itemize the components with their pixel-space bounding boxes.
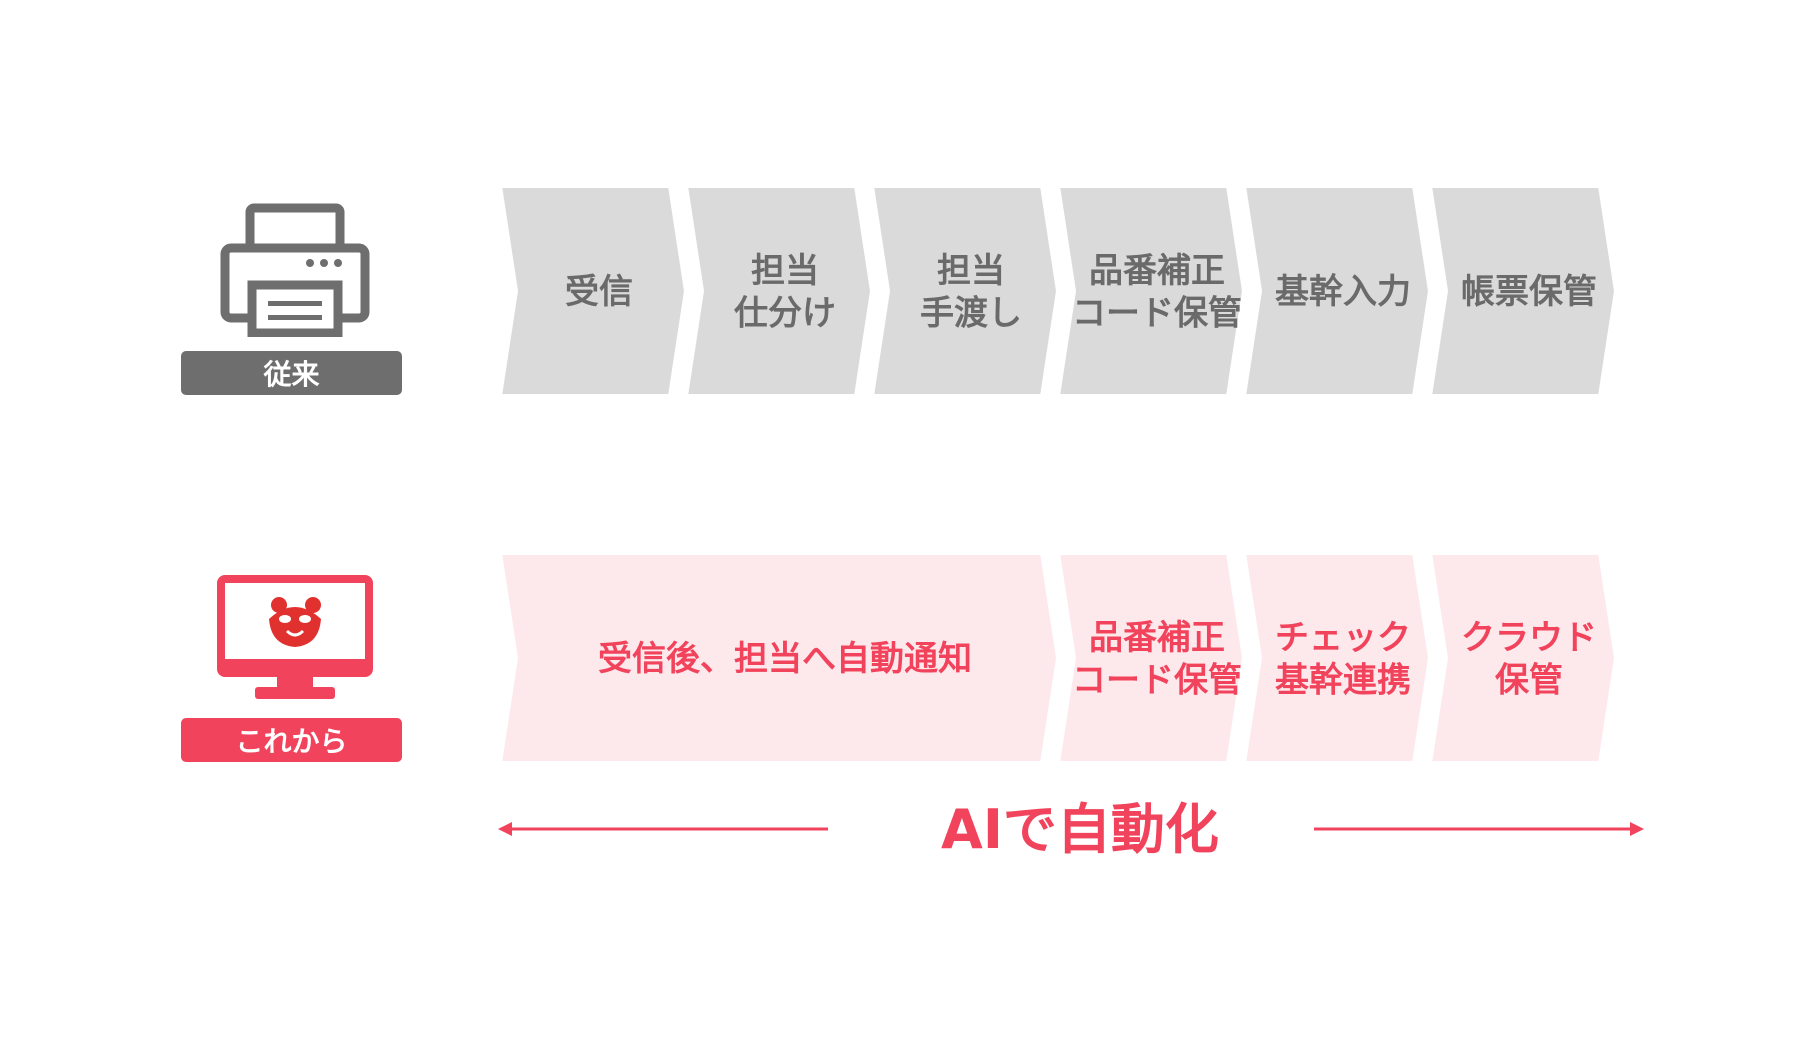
legacy-step-label: コード保管 bbox=[1072, 293, 1242, 333]
legacy-step-label: 帳票保管 bbox=[1461, 272, 1597, 312]
future-step-3 bbox=[1241, 551, 1433, 765]
legacy-step-label: 担当 bbox=[937, 251, 1005, 291]
legacy-step-label: 品番補正 bbox=[1089, 251, 1225, 291]
legacy-step-label: 手渡し bbox=[920, 293, 1022, 333]
legacy-step-5 bbox=[1241, 184, 1433, 398]
logo-icon bbox=[269, 597, 321, 647]
legacy-step-4 bbox=[1055, 184, 1247, 398]
future-step-label: 基幹連携 bbox=[1275, 660, 1411, 700]
future-step-label: 受信後、担当へ自動通知 bbox=[598, 639, 972, 679]
legacy-step-label: 基幹入力 bbox=[1275, 272, 1411, 312]
future-step-label: 品番補正 bbox=[1089, 618, 1225, 658]
future-step-label: チェック bbox=[1275, 618, 1411, 658]
printer-icon bbox=[220, 203, 370, 337]
legacy-step-label: 担当 bbox=[751, 251, 819, 291]
legacy-step-label: 受信 bbox=[565, 272, 633, 312]
legacy-label: 従来 bbox=[181, 351, 402, 395]
automation-arrow-right bbox=[1314, 822, 1644, 836]
monitor-icon bbox=[217, 575, 373, 699]
future-step-label: クラウド bbox=[1461, 618, 1597, 658]
automation-arrow-left bbox=[498, 822, 828, 836]
legacy-step-1 bbox=[497, 184, 689, 398]
future-step-4 bbox=[1427, 551, 1619, 765]
automation-label: AIで自動化 bbox=[941, 798, 1219, 861]
future-step-label: コード保管 bbox=[1072, 660, 1242, 700]
future-step-1 bbox=[497, 551, 1061, 765]
future-label: これから bbox=[181, 718, 402, 762]
legacy-step-label: 仕分け bbox=[734, 293, 836, 333]
legacy-step-2 bbox=[683, 184, 875, 398]
future-step-2 bbox=[1055, 551, 1247, 765]
legacy-step-6 bbox=[1427, 184, 1619, 398]
future-step-label: 保管 bbox=[1495, 660, 1563, 700]
legacy-step-3 bbox=[869, 184, 1061, 398]
